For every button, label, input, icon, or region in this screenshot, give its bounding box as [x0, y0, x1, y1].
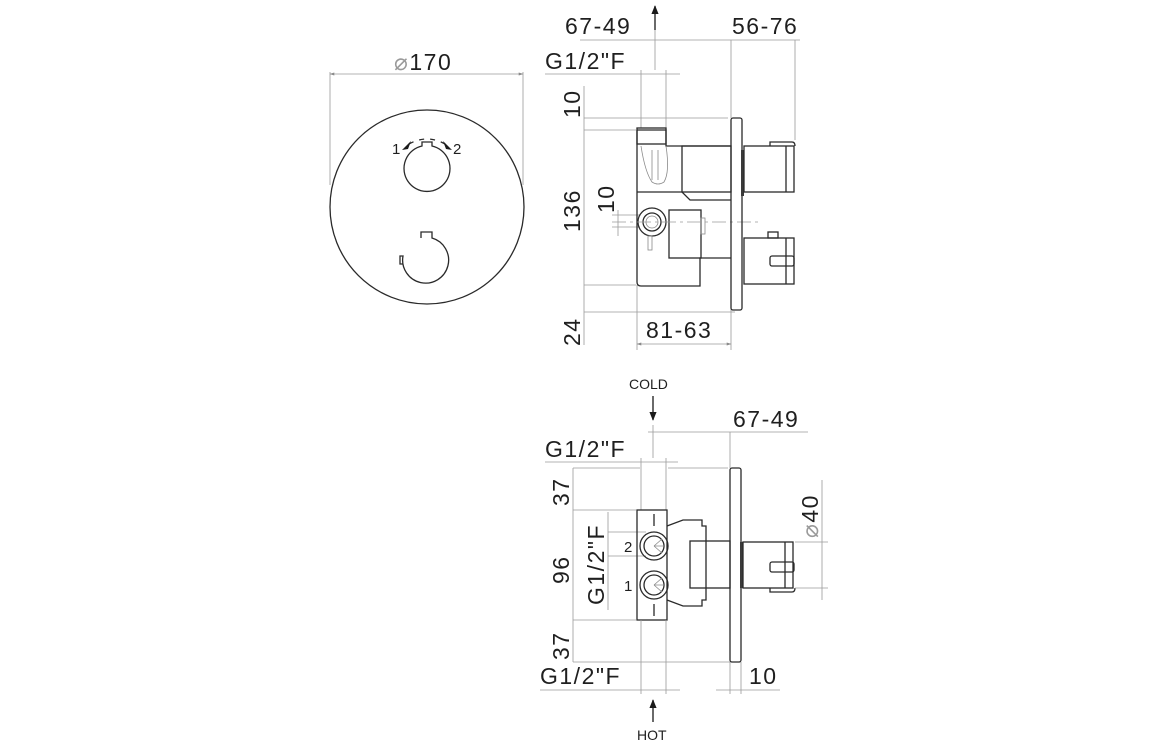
valve-body — [636, 509, 668, 621]
wall-plate-2 — [729, 467, 742, 663]
dim-body-height-2: 96 — [548, 555, 574, 584]
dim-top-gap: 37 — [548, 477, 574, 506]
lower-knob-outline — [399, 231, 450, 284]
cartridge-detail — [640, 145, 668, 185]
front-view: ⌀170 1 2 — [329, 49, 525, 305]
knob-lip — [769, 587, 796, 593]
dim-top-depth-2: 67-49 — [733, 406, 799, 432]
port-1-detail — [653, 577, 664, 593]
dim-thread: G1/2"F — [545, 48, 626, 74]
outlet-detail — [647, 235, 653, 251]
wall-plate — [730, 117, 743, 311]
upper-handle-lip — [769, 141, 796, 147]
dim-bottom-gap: 37 — [548, 631, 574, 660]
plate-seal — [741, 150, 744, 196]
rotation-label-1: 1 — [392, 141, 400, 158]
dim-knob-diameter: ⌀40 — [797, 494, 823, 538]
top-thread-fitting — [636, 127, 667, 145]
dim-outlet-offset: 10 — [593, 184, 619, 213]
body-step — [637, 191, 731, 201]
dim-thread-top: G1/2"F — [545, 436, 626, 462]
manifold-outline — [666, 519, 707, 607]
cover-plate-circle — [329, 109, 525, 305]
port-1-outer — [639, 570, 669, 600]
rotation-label-2: 2 — [453, 141, 461, 158]
dim-body-depth: 81-63 — [646, 317, 712, 343]
cartridge-block — [689, 540, 731, 589]
hot-label: HOT — [637, 727, 667, 742]
dim-top-offset: 10 — [559, 89, 585, 118]
upper-handle — [743, 145, 795, 193]
outlet-detail — [700, 217, 706, 235]
plate-seal-2 — [740, 542, 743, 588]
dim-handle-projection: 56-76 — [732, 13, 798, 39]
knob — [742, 541, 794, 589]
arrow-left-icon — [402, 141, 411, 150]
port-label-2: 2 — [624, 539, 632, 556]
cold-label: COLD — [629, 376, 668, 392]
dim-thread-side: G1/2"F — [583, 524, 609, 605]
port-2-outer — [639, 531, 669, 561]
outlet-block — [668, 209, 702, 259]
lower-handle-tab — [767, 231, 779, 239]
side-view-bottom: COLD 67-49 G1/2"F 37 96 37 G1/2"F — [540, 376, 828, 742]
port-2-detail — [653, 538, 664, 554]
lower-handle-lever — [769, 255, 795, 267]
side-view-top: 67-49 56-76 G1/2"F 10 136 24 10 81-63 — [545, 5, 800, 350]
knob-lever — [769, 561, 795, 573]
diameter-dimension: ⌀170 — [394, 49, 452, 75]
cartridge-housing — [681, 145, 732, 193]
rotation-arc — [408, 138, 446, 145]
dim-plate-thickness: 10 — [749, 663, 778, 689]
upper-knob-outline — [403, 141, 451, 193]
port-label-1: 1 — [624, 578, 632, 595]
dim-top-depth: 67-49 — [565, 13, 631, 39]
dim-thread-bottom: G1/2"F — [540, 663, 621, 689]
dim-bottom-offset: 24 — [559, 317, 585, 346]
arrow-right-icon — [443, 141, 452, 150]
dim-body-height: 136 — [559, 189, 585, 232]
